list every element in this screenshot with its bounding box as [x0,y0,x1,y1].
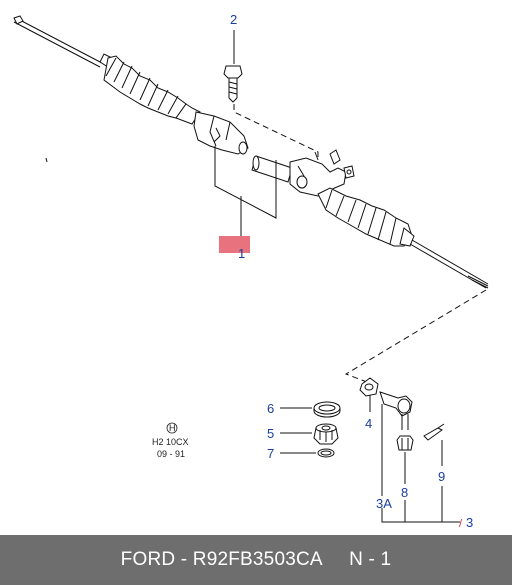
right-bellows-boot [317,187,415,247]
footer-bar: FORD - R92FB3503CA N - 1 [0,535,512,585]
drawing-code-symbol: H [169,423,176,433]
callout-5: 5 [267,426,274,441]
callout-3a: 3A [376,496,392,511]
highlight-box [219,236,250,253]
pinion-housing [289,149,355,197]
lock-nut-4 [359,377,379,397]
callout-9: 9 [438,469,445,484]
assembly-bracket-lines [214,146,319,238]
callout-6: 6 [267,401,274,416]
leader-3-bracket [381,508,460,523]
tie-rod-end [379,391,413,430]
callout-3-mark: / [459,518,463,530]
mounting-bolt [223,65,243,103]
rack-housing-tube [251,155,293,183]
castle-nut-5 [313,423,339,445]
callout-7: 7 [267,446,274,461]
steering-rack-exploded-diagram: 1 2 6 5 7 4 8 9 3A 3 / H H2 10CX 09 - 91 [13,12,489,530]
drawing-code-line1: H2 10CX [152,437,189,447]
callout-1: 1 [238,246,245,261]
bolt-dashed-leader [233,104,319,158]
left-tie-rod [13,15,103,68]
castle-nut-8 [396,435,414,451]
drawing-code-block: H H2 10CX 09 - 91 [152,422,189,459]
tie-rod-end-dashed-leader [344,289,487,385]
washer-6 [313,401,341,418]
left-bellows-boot [99,53,201,125]
callout-8: 8 [401,485,408,500]
right-tie-rod [409,239,489,289]
callout-2: 2 [230,12,237,27]
cotter-pin-9 [423,423,445,441]
callout-4: 4 [365,416,372,431]
stray-mark [45,157,48,163]
part-reference-text: FORD - R92FB3503CA N - 1 [120,549,392,570]
drawing-code-line2: 09 - 91 [157,449,185,459]
callout-3: 3 [466,515,473,530]
o-ring-7 [317,448,335,458]
rack-housing-left [193,111,249,155]
